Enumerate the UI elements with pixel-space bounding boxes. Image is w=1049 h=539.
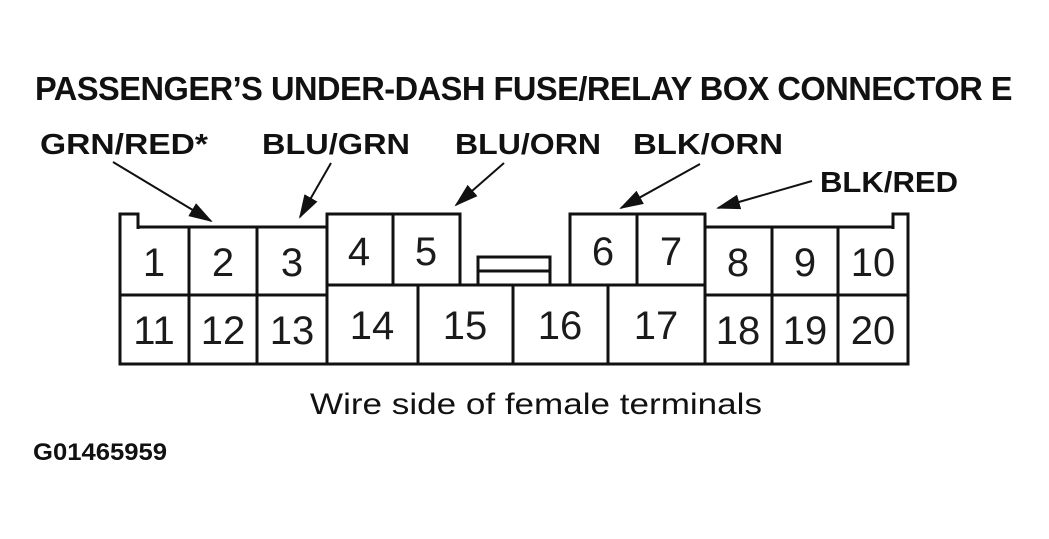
terminal-number-12: 12 (201, 309, 246, 353)
terminal-number-15: 15 (443, 304, 488, 348)
arrow-to-terminal-5 (454, 162, 505, 207)
terminal-number-20: 20 (851, 309, 896, 353)
terminal-number-19: 19 (783, 309, 828, 353)
diagram-caption: Wire side of female terminals (310, 388, 762, 421)
terminal-number-7: 7 (660, 230, 682, 274)
page-title: PASSENGER’S UNDER-DASH FUSE/RELAY BOX CO… (35, 70, 1012, 107)
connector-tab-right (891, 212, 910, 229)
terminal-number-17: 17 (634, 304, 679, 348)
terminal-number-16: 16 (538, 304, 583, 348)
terminal-number-8: 8 (727, 241, 749, 285)
terminal-cell-13 (255, 293, 329, 366)
terminal-number-5: 5 (415, 230, 437, 274)
terminal-cell-19 (770, 293, 840, 366)
wire-label-grn-red: GRN/RED* (40, 129, 209, 161)
terminal-number-3: 3 (281, 241, 303, 285)
terminal-number-6: 6 (592, 230, 614, 274)
arrow-to-terminal-2 (112, 161, 213, 223)
connector-tab-left (118, 212, 140, 229)
arrow-to-terminal-8 (716, 180, 813, 210)
terminal-cell-12 (187, 293, 259, 366)
terminal-number-4: 4 (348, 230, 370, 274)
terminal-cell-17 (606, 283, 707, 366)
terminal-number-14: 14 (350, 304, 395, 348)
wire-label-blu-grn: BLU/GRN (262, 129, 410, 161)
terminal-cell-10 (836, 225, 910, 297)
terminal-cell-6 (568, 212, 639, 287)
terminal-number-10: 10 (851, 241, 896, 285)
terminal-number-18: 18 (716, 309, 761, 353)
wire-label-blk-red: BLK/RED (820, 167, 958, 199)
wire-label-blk-orn: BLK/ORN (633, 129, 783, 161)
terminal-cell-20 (836, 293, 910, 366)
terminal-number-2: 2 (212, 241, 234, 285)
terminal-cell-16 (511, 283, 610, 366)
terminal-number-13: 13 (270, 309, 315, 353)
figure-id: G01465959 (33, 439, 167, 466)
arrow-to-terminal-3 (299, 162, 332, 219)
connector-body: 1 2 3 4 5 6 7 8 9 10 11 12 13 14 15 16 1… (118, 212, 910, 366)
terminal-number-9: 9 (794, 241, 816, 285)
terminal-number-1: 1 (143, 241, 165, 285)
terminal-cell-8 (703, 225, 774, 297)
terminal-number-11: 11 (133, 309, 175, 353)
terminal-cell-14 (325, 283, 420, 366)
arrow-to-terminal-6 (619, 163, 701, 209)
wire-label-blu-orn: BLU/ORN (455, 129, 601, 161)
